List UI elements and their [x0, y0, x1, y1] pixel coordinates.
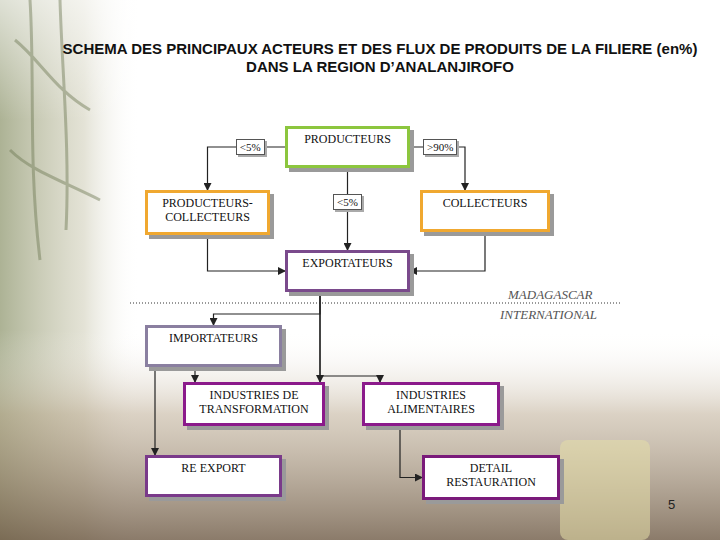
actor-box: COLLECTEURS: [420, 190, 550, 232]
actor-box: IMPORTATEURS: [145, 325, 282, 367]
page-number: 5: [668, 497, 675, 512]
node-label: EXPORTATEURS: [293, 257, 402, 271]
border-dotted-line: [130, 303, 620, 304]
flow-arrow: [194, 367, 195, 382]
node-label: PRODUCTEURS: [293, 133, 402, 147]
actor-box: INDUSTRIES ALIMENTAIRES: [362, 382, 500, 426]
node-label: COLLECTEURS: [428, 197, 542, 211]
node-label: PRODUCTEURS-COLLECTEURS: [153, 197, 262, 225]
actor-box: EXPORTATEURS: [285, 250, 410, 292]
actor-box: PRODUCTEURS-COLLECTEURS: [145, 190, 270, 235]
percentage-label: <5%: [236, 139, 265, 155]
percentage-label: >90%: [423, 139, 457, 155]
flow-arrow: [154, 367, 155, 455]
actor-box: PRODUCTEURS: [285, 126, 410, 168]
node-label: RE EXPORT: [153, 462, 274, 476]
flow-arrow: [320, 292, 380, 382]
node-label: INDUSTRIES ALIMENTAIRES: [370, 389, 492, 417]
node-label: INDUSTRIES DE TRANSFORMATION: [191, 389, 317, 417]
percentage-label: <5%: [333, 194, 362, 210]
actor-box: DETAIL RESTAURATION: [422, 455, 560, 500]
flow-arrow: [400, 426, 422, 478]
flow-arrow: [208, 235, 286, 271]
region-label: MADAGASCAR: [508, 287, 592, 303]
flow-arrow: [410, 232, 485, 271]
region-label: INTERNATIONAL: [500, 307, 597, 323]
flow-arrow: [214, 292, 321, 325]
diagram-title: SCHEMA DES PRINCIPAUX ACTEURS ET DES FLU…: [60, 40, 700, 76]
node-label: IMPORTATEURS: [153, 332, 274, 346]
actor-box: INDUSTRIES DE TRANSFORMATION: [183, 382, 325, 426]
node-label: DETAIL RESTAURATION: [430, 462, 552, 490]
actor-box: RE EXPORT: [145, 455, 282, 497]
